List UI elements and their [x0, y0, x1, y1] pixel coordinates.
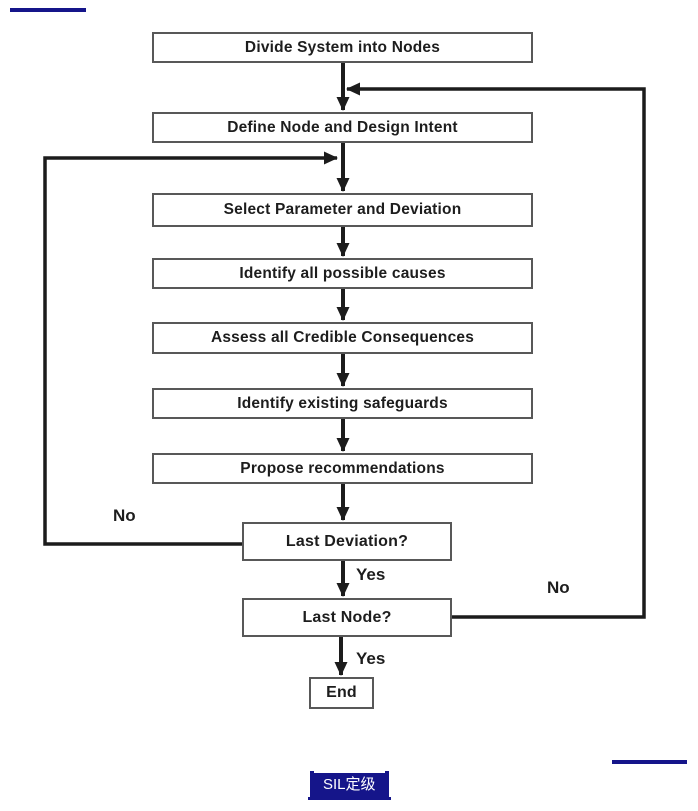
- flow-node-define-node: Define Node and Design Intent: [152, 112, 533, 143]
- bottom-right-divider-line: [612, 760, 687, 764]
- loop-no-deviation: [43, 151, 338, 546]
- edge-label-yes-deviation: Yes: [356, 565, 386, 584]
- flow-node-last-node: Last Node?: [242, 598, 452, 637]
- flow-node-identify-safeguards: Identify existing safeguards: [152, 388, 533, 419]
- flow-node-last-deviation: Last Deviation?: [242, 522, 452, 561]
- flow-node-select-parameter: Select Parameter and Deviation: [152, 193, 533, 227]
- badge-right-cap: [384, 771, 389, 798]
- edge-label-yes-node: Yes: [356, 649, 386, 668]
- sil-rating-link[interactable]: SIL定级: [308, 771, 391, 800]
- flow-node-divide-system: Divide System into Nodes: [152, 32, 533, 63]
- badge-label: SIL定级: [314, 772, 385, 797]
- flow-node-end: End: [309, 677, 374, 709]
- flow-node-identify-causes: Identify all possible causes: [152, 258, 533, 289]
- loop-no-node: [346, 82, 646, 619]
- flow-node-propose-recommendations: Propose recommendations: [152, 453, 533, 484]
- badge-underline: [308, 797, 391, 800]
- edge-label-no-deviation: No: [113, 506, 136, 525]
- edge-label-no-node: No: [547, 578, 570, 597]
- badge-left-cap: [310, 771, 314, 798]
- flow-node-assess-consequences: Assess all Credible Consequences: [152, 322, 533, 354]
- top-left-divider-line: [10, 8, 86, 12]
